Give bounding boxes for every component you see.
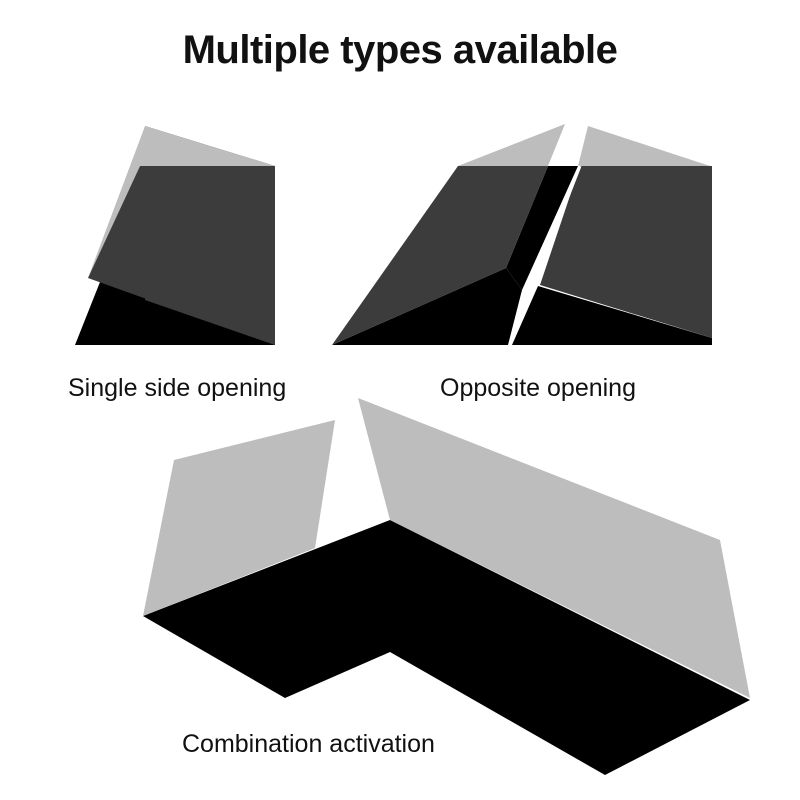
single-panel-light [88,126,275,278]
opposite-center-seam [508,165,582,346]
opposite-right-light [578,126,710,166]
combo-right-panel [358,398,750,698]
opposite-gap [506,166,578,290]
single-side-opening-illustration [75,126,275,345]
single-floor [75,282,275,345]
opposite-opening-illustration [332,124,712,346]
single-panel-front [88,166,275,345]
combo-floor [143,520,750,775]
opposite-floor-left [332,268,522,345]
page-title: Multiple types available [182,28,618,72]
opposite-opening-label: Opposite opening [440,374,636,402]
opposite-right-panel [540,166,712,338]
opposite-floor-right [512,286,712,345]
combo-left-panel [143,420,335,616]
single-side-opening-label: Single side opening [68,374,287,402]
combination-activation-label: Combination activation [182,730,435,758]
combination-activation-illustration [143,398,750,775]
opposite-left-light [458,124,565,166]
opposite-left-panel [332,166,548,345]
